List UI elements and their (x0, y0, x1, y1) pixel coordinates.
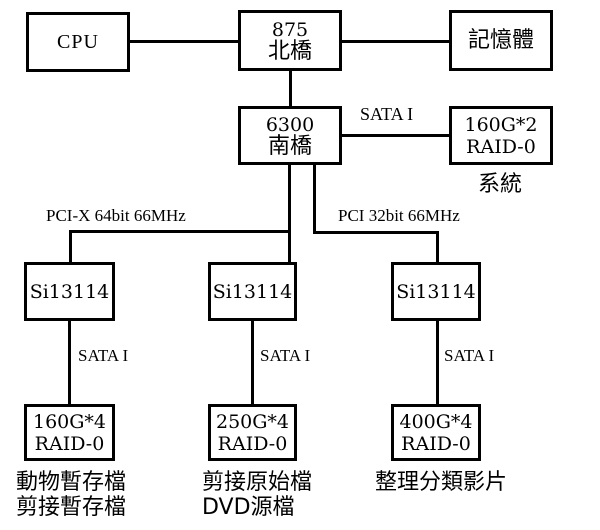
system-disk-raid: RAID-0 (466, 135, 536, 158)
pcix-bus-label: PCI-X 64bit 66MHz (46, 206, 186, 225)
cpu-box: CPU (26, 12, 130, 72)
pcix-bus-drop-left (69, 230, 72, 263)
pcix-bus-horizontal (69, 230, 291, 233)
north-bridge-box: 875 北橋 (238, 10, 342, 71)
northbridge-memory-link (340, 40, 450, 43)
cpu-northbridge-link (130, 40, 240, 43)
disk-array-3-capacity: 400G*4 (399, 410, 473, 433)
controller-2-disk-link (251, 320, 254, 405)
northbridge-southbridge-link (289, 70, 292, 107)
caption-line: DVD源檔 (202, 495, 295, 520)
controller-3-box: Si13114 (391, 262, 481, 321)
system-disk-box: 160G*2 RAID-0 (449, 106, 553, 165)
north-bridge-model: 875 (271, 18, 309, 41)
controller-3-link-label: SATA I (444, 346, 495, 365)
controller-1-disk-link (68, 320, 71, 405)
disk-array-1-caption: 動物暫存檔 剪接暫存檔 (16, 470, 126, 520)
disk-array-1-raid: RAID-0 (34, 432, 105, 455)
cpu-label: CPU (57, 31, 99, 53)
disk-array-2-capacity: 250G*4 (215, 410, 290, 433)
pci-bus-horizontal (313, 231, 438, 234)
memory-label: 記憶體 (467, 27, 534, 53)
caption-line: 剪接暫存檔 (16, 495, 127, 520)
pci-bus-label: PCI 32bit 66MHz (338, 206, 460, 225)
controller-1-box: Si13114 (24, 262, 115, 321)
disk-array-1-capacity: 160G*4 (32, 410, 107, 433)
controller-2-link-label: SATA I (260, 346, 311, 365)
disk-array-3-caption: 整理分類影片 (375, 470, 507, 495)
controller-3-label: Si13114 (396, 280, 476, 303)
north-bridge-name: 北橋 (267, 38, 312, 64)
disk-array-2-caption: 剪接原始檔 DVD源檔 (202, 470, 312, 520)
system-disk-capacity: 160G*2 (464, 113, 538, 136)
system-disk-caption: 系統 (478, 172, 523, 197)
pci-bus-vertical (313, 164, 316, 234)
controller-1-link-label: SATA I (78, 346, 129, 365)
controller-1-label: Si13114 (29, 280, 110, 303)
pci-bus-drop-right (436, 231, 439, 263)
disk-array-3-raid: RAID-0 (401, 432, 471, 455)
disk-array-2-box: 250G*4 RAID-0 (208, 404, 297, 461)
disk-array-2-raid: RAID-0 (217, 432, 288, 455)
memory-box: 記憶體 (449, 10, 553, 71)
caption-line: 整理分類影片 (375, 470, 508, 495)
system-link-label: SATA I (360, 104, 414, 124)
controller-2-label: Si13114 (212, 280, 293, 303)
southbridge-systemdisk-link (340, 134, 450, 137)
caption-line: 剪接原始檔 (202, 470, 313, 495)
south-bridge-model: 6300 (265, 113, 315, 136)
south-bridge-box: 6300 南橋 (238, 106, 342, 165)
controller-3-disk-link (436, 320, 439, 405)
disk-array-3-box: 400G*4 RAID-0 (391, 404, 481, 461)
south-bridge-name: 南橋 (267, 133, 312, 159)
disk-array-1-box: 160G*4 RAID-0 (24, 404, 115, 461)
pcix-bus-vertical (288, 164, 291, 263)
controller-2-box: Si13114 (208, 262, 297, 321)
caption-line: 動物暫存檔 (16, 470, 127, 495)
